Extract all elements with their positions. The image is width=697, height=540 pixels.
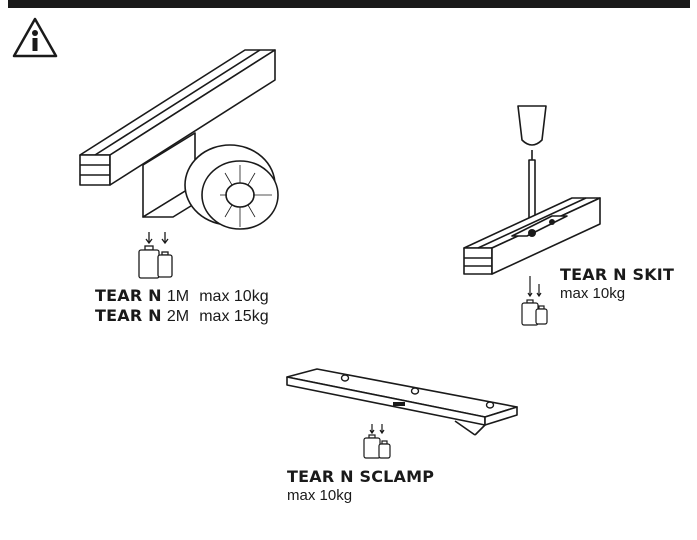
info-warning-icon [12,17,58,58]
product-label-tear-n-sclamp: TEAR N SCLAMP [287,467,435,486]
track-spotlight-illustration [79,49,279,230]
load-tear-n-sclamp: max 10kg [287,487,353,504]
weight-icon [521,276,548,326]
weight-icon [363,424,391,459]
top-divider-bar [8,0,690,8]
load-tear-n-skit: max 10kg [560,285,626,302]
pendant-track-illustration [463,105,601,275]
product-label-tear-n-skit: TEAR N SKIT [560,265,675,284]
product-label-tear-n-1m: TEAR N 1M max 10kg [95,286,269,305]
weight-icon [138,232,173,279]
mounting-bracket-illustration [286,368,518,436]
product-label-tear-n-2m: TEAR N 2M max 15kg [95,306,269,325]
